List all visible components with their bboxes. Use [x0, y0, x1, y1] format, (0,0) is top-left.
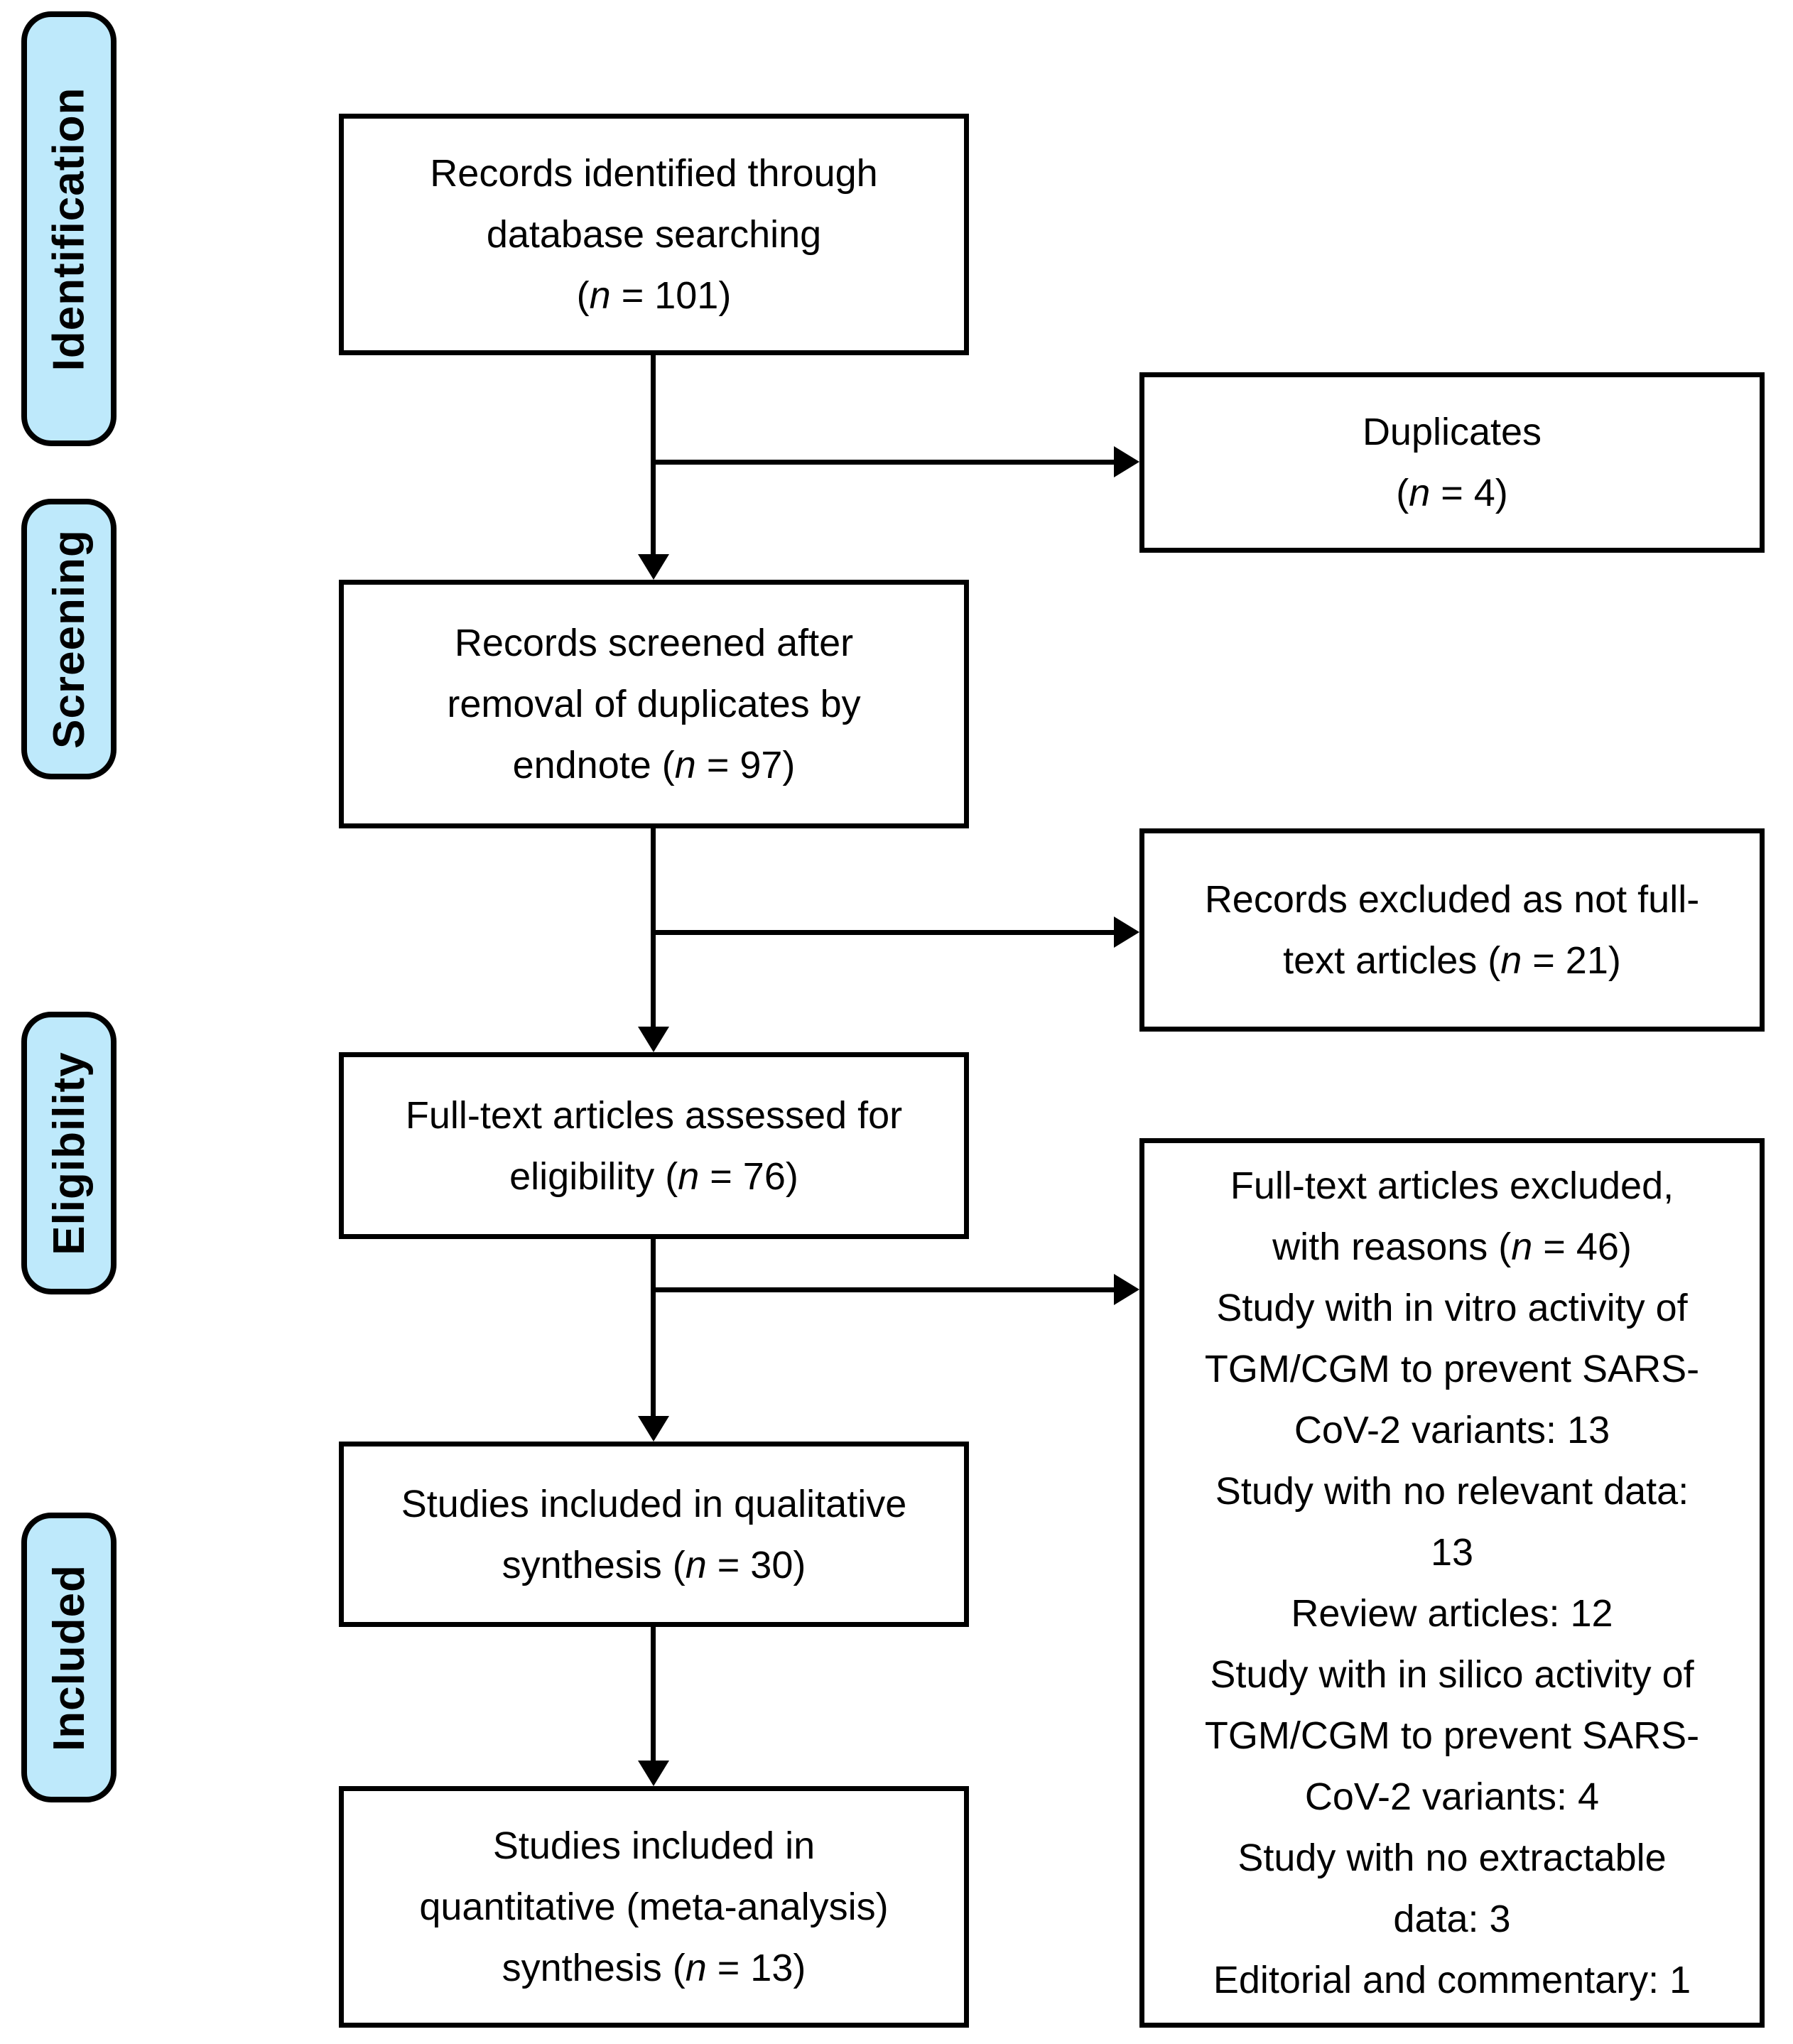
stage-eligibility-label: Eligibility [44, 1051, 94, 1255]
arrow-assessed-to-qualitative-head [638, 1416, 669, 1442]
arrow-branch-duplicates-head [1114, 446, 1139, 477]
stage-identification-label: Identification [44, 87, 94, 371]
arrow-branch-records-excluded-shaft [654, 930, 1114, 935]
arrow-assessed-to-qualitative-shaft [651, 1239, 656, 1416]
arrow-branch-duplicates-shaft [654, 460, 1114, 465]
stage-screening: Screening [21, 499, 117, 779]
stage-included-label: Included [44, 1564, 94, 1751]
arrow-branch-fulltext-excluded-head [1114, 1274, 1139, 1305]
box-records-excluded: Records excluded as not full-text articl… [1139, 828, 1765, 1032]
arrow-identified-to-screened-shaft [651, 355, 656, 554]
arrow-branch-fulltext-excluded-shaft [654, 1287, 1114, 1292]
arrow-screened-to-assessed-head [638, 1027, 669, 1052]
stage-screening-label: Screening [44, 529, 94, 749]
arrow-identified-to-screened-head [638, 554, 669, 580]
box-fulltext-excluded-reasons: Full-text articles excluded,with reasons… [1139, 1138, 1765, 2028]
stage-identification: Identification [21, 11, 117, 446]
box-records-excluded-text: Records excluded as not full-text articl… [1204, 878, 1700, 982]
box-duplicates-text: Duplicates(n = 4) [1362, 411, 1542, 514]
box-fulltext-excluded-reasons-text: Full-text articles excluded,with reasons… [1204, 1164, 1700, 2001]
arrow-branch-records-excluded-head [1114, 916, 1139, 948]
box-duplicates: Duplicates(n = 4) [1139, 372, 1765, 553]
arrow-qualitative-to-quantitative-head [638, 1761, 669, 1786]
stage-eligibility: Eligibility [21, 1012, 117, 1294]
arrow-qualitative-to-quantitative-shaft [651, 1627, 656, 1761]
stage-included: Included [21, 1513, 117, 1802]
arrow-screened-to-assessed-shaft [651, 828, 656, 1027]
